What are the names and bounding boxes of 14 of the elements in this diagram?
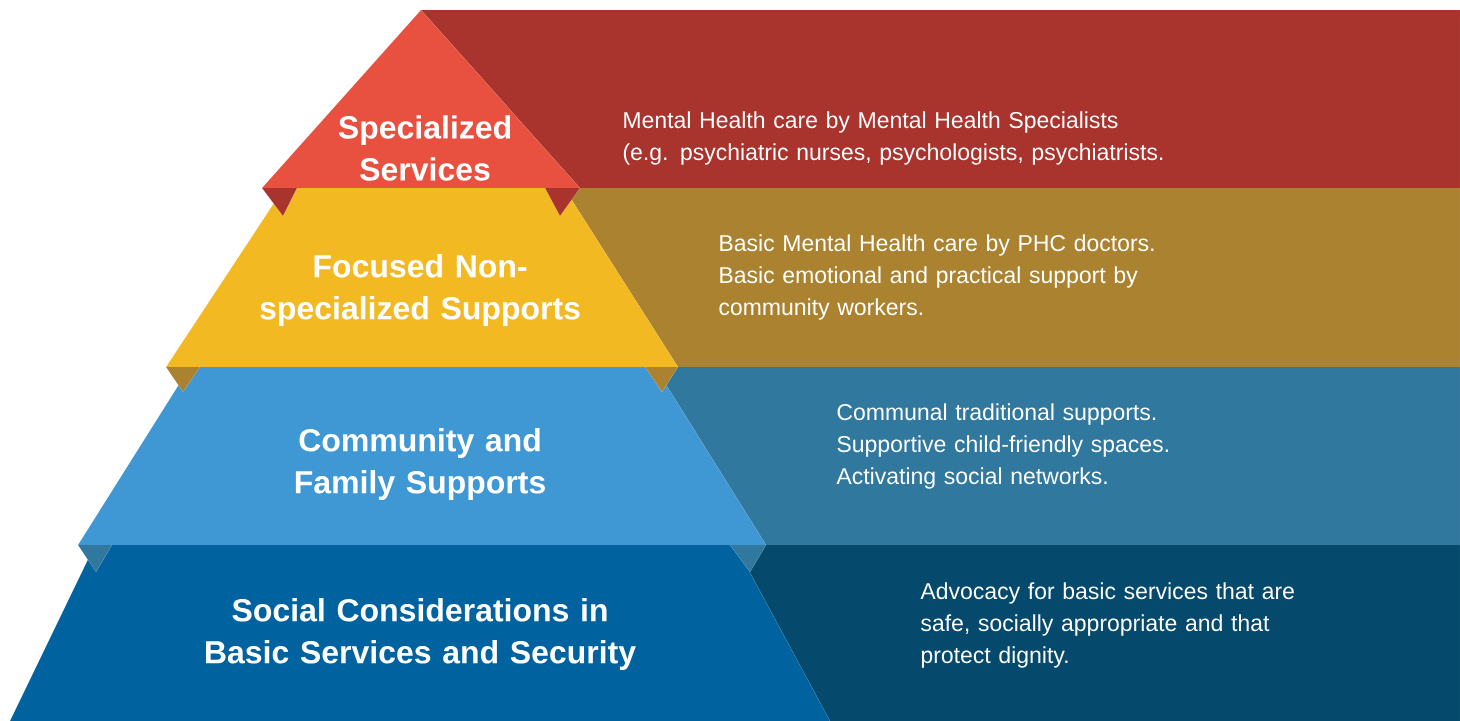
tier-heading: Focused Non-specialized Supports [260, 254, 580, 326]
description-text: Basic Mental Health care by PHC doctors. Basic emotional and practical support by community workers. [719, 234, 1154, 320]
pyramid-tier [166, 188, 678, 367]
tier-heading: Specialized Services [338, 115, 511, 181]
tier-heading: Social Considerations in Basic Services and Security [206, 598, 636, 670]
band [666, 367, 1460, 545]
description-text: Mental Health care by Mental Health Specialists (e.g. psychiatric nurses, psychologists, psychiatrists. [623, 111, 1163, 165]
band [749, 545, 1460, 721]
pyramid-tier [262, 10, 580, 188]
tier-heading: Community and Family Supports [295, 428, 545, 500]
pyramid-tier [10, 545, 830, 721]
pyramid-tier [78, 367, 766, 545]
description-text: Advocacy for basic services that are safe, socially appropriate and that protect dignity. [920, 582, 1294, 668]
description-text: Communal traditional supports. Supportive child-friendly spaces. Activating social networks. [836, 403, 1168, 489]
